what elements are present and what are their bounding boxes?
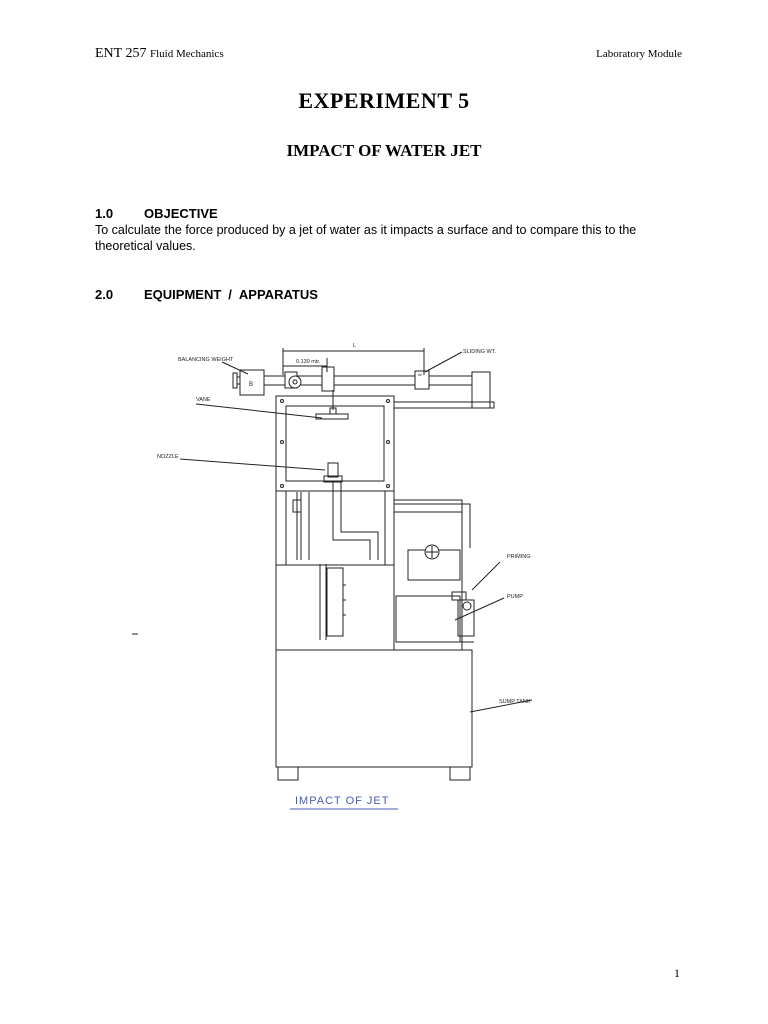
- section-title: OBJECTIVE: [144, 206, 218, 221]
- section-title-part1: EQUIPMENT: [144, 287, 222, 302]
- label-vane: VANE: [196, 397, 211, 403]
- leader-vane: [195, 403, 323, 419]
- section-title-part2: APPARATUS: [238, 287, 318, 302]
- course-code: ENT 257: [95, 46, 147, 61]
- pivot-icon: [288, 375, 302, 389]
- leader-priming: [471, 561, 501, 591]
- experiment-title: EXPERIMENT 5: [298, 88, 470, 113]
- label-weight-marker: B: [249, 382, 253, 388]
- vane-housing: [275, 395, 395, 492]
- experiment-subject: IMPACT OF WATER JET: [286, 141, 482, 160]
- balancing-weight: [239, 369, 265, 396]
- tank-foot-left: [277, 766, 299, 781]
- sump-tank: [275, 649, 473, 768]
- course-name: Fluid Mechanics: [149, 48, 224, 60]
- section-number: 1.0: [95, 206, 114, 221]
- label-length: L: [353, 343, 356, 349]
- label-sliding-wt: SLIDING WT.: [463, 349, 496, 355]
- leader-pump: [454, 597, 505, 621]
- label-pump: PUMP: [507, 594, 523, 600]
- label-offset: 0.130 mtr.: [296, 359, 321, 365]
- leader-sump-tank: [469, 699, 533, 713]
- sliding-weight: [414, 370, 430, 390]
- label-priming: PRIMING: [507, 554, 531, 560]
- nozzle: [327, 462, 339, 478]
- section-objective-heading: 1.0 OBJECTIVE: [95, 206, 218, 221]
- level-gauge: [326, 567, 344, 637]
- end-stop: [471, 371, 491, 409]
- section-equipment-heading: 2.0 EQUIPMENT / APPARATUS: [95, 287, 318, 302]
- leader-balancing-weight: [221, 361, 249, 375]
- section-title-separator: /: [228, 287, 232, 302]
- leader-nozzle: [179, 458, 326, 471]
- diagram-caption: IMPACT OF JET: [295, 795, 390, 807]
- leader-sliding-wt: [424, 351, 463, 373]
- section-number: 2.0: [95, 287, 114, 302]
- label-sump-tank: SUMP TANK: [499, 699, 531, 705]
- label-balancing-weight: BALANCING WEIGHT: [178, 357, 234, 363]
- label-nozzle: NOZZLE: [157, 454, 179, 460]
- tank-foot-right: [449, 766, 471, 781]
- objective-text: To calculate the force produced by a jet…: [95, 223, 637, 253]
- label-slider-marker: W: [418, 372, 422, 377]
- page-number: 1: [674, 966, 680, 980]
- header-course: ENT 257 Fluid Mechanics: [95, 46, 224, 62]
- pump-motor: [395, 595, 461, 643]
- header-module: Laboratory Module: [596, 48, 682, 60]
